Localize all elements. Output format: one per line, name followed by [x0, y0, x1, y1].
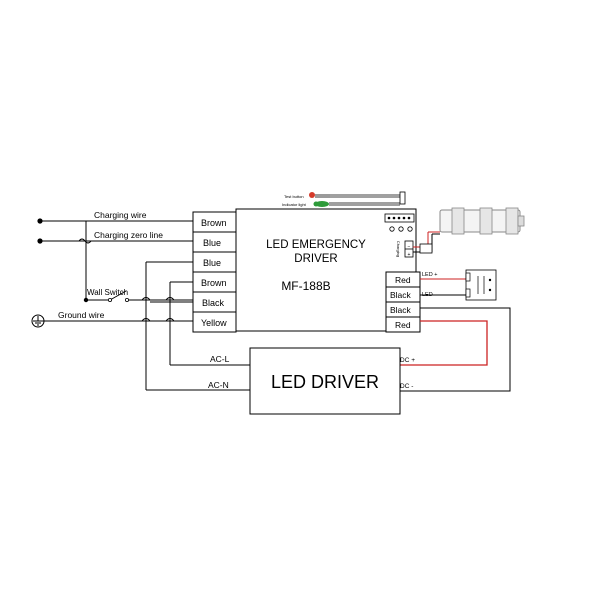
led-module-icon [465, 269, 497, 301]
test-button-label: Test button [284, 194, 304, 199]
svg-text:−: − [408, 244, 411, 250]
charging-port-icon: − + [404, 240, 414, 258]
indicator-light-icon [313, 201, 400, 207]
test-button-icon [309, 191, 406, 205]
charging-port-label: Charging [396, 241, 401, 257]
ac-n-label: AC-N [208, 380, 229, 390]
accessory-connector-icon [384, 213, 415, 232]
model-number: MF-188B [281, 279, 330, 293]
ground-wire-label: Ground wire [58, 310, 105, 320]
svg-text:+: + [408, 252, 411, 258]
terminal-left-2: Blue [203, 238, 221, 248]
emergency-driver-title-2: DRIVER [294, 253, 337, 265]
terminal-right-3: Black [390, 305, 412, 315]
battery-pack-icon [413, 207, 525, 254]
terminal-right-1: Red [395, 275, 411, 285]
switch-contact-dot-2 [125, 297, 130, 302]
dc-wires [400, 307, 511, 392]
terminal-left-4: Brown [201, 278, 227, 288]
charging-wire-terminal [37, 218, 43, 224]
led-driver-title: LED DRIVER [271, 372, 379, 392]
led-minus-label: LED - [422, 292, 436, 298]
charging-wire-label: Charging wire [94, 210, 147, 220]
emergency-driver-title-1: LED EMERGENCY [266, 239, 366, 251]
emergency-driver-module: Brown Blue Blue Brown Black Yellow Red B… [192, 208, 421, 333]
led-plus-label: LED + [422, 272, 437, 278]
wall-switch-label: Wall Switch [87, 288, 128, 297]
ground-icon [31, 314, 45, 328]
ac-l-label: AC-L [210, 354, 230, 364]
indicator-light-label: Indicator light [282, 202, 307, 207]
switch-contact-dot [108, 297, 113, 302]
terminal-right-2: Black [390, 290, 412, 300]
terminal-right-4: Red [395, 320, 411, 330]
charging-zero-terminal [37, 238, 43, 244]
terminal-left-6: Yellow [201, 318, 227, 328]
dc-minus-label: DC - [400, 383, 413, 390]
led-output-wires [420, 278, 466, 296]
terminal-left-5: Black [202, 298, 225, 308]
switch-junction-dot [83, 297, 89, 303]
charging-zero-line-label: Charging zero line [94, 230, 163, 240]
led-driver-module: LED DRIVER [249, 347, 401, 415]
terminal-left-3: Blue [203, 258, 221, 268]
ac-wires [141, 261, 250, 391]
terminal-left-1: Brown [201, 218, 227, 228]
mains-input [40, 220, 193, 322]
dc-plus-label: DC + [400, 357, 415, 364]
